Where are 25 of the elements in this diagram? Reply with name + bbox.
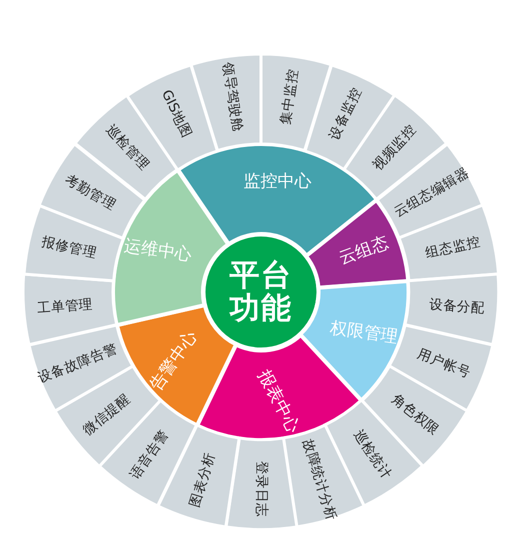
sector-label: 考勤管理 [62,173,118,214]
sector-label: 报修管理 [40,234,98,262]
sector-label: 登录日志 [254,460,268,517]
center-title: 平台功能 [230,259,292,325]
sector-label: 领导驾驶舱 [219,61,244,133]
function-sector [405,274,499,345]
sector-label: 设备监控 [328,86,366,143]
sector-label: 设备分配 [428,297,486,316]
sector-label: 集中监控 [278,68,302,126]
category-label: 云组态 [337,234,392,269]
category-label: 权限管理 [329,318,400,347]
sector-label: 用户帐号 [416,346,474,382]
sector-label: 故障统计分析 [300,438,339,523]
category-label: 告警中心 [147,328,202,394]
category-label: 报表中心 [253,367,302,436]
category-label: 监控中心 [244,172,312,192]
sector-label: 图表分析 [188,451,218,510]
sector-label: 设备故障告警 [36,342,120,386]
sector-label: 组态监控 [424,234,482,262]
sector-label: 工单管理 [36,297,94,316]
sector-label: GIS地图 [158,88,194,141]
sector-label: 巡检管理 [102,122,152,174]
function-sector [23,274,117,345]
category-label: 运维中心 [122,237,193,266]
function-sector [226,438,296,530]
